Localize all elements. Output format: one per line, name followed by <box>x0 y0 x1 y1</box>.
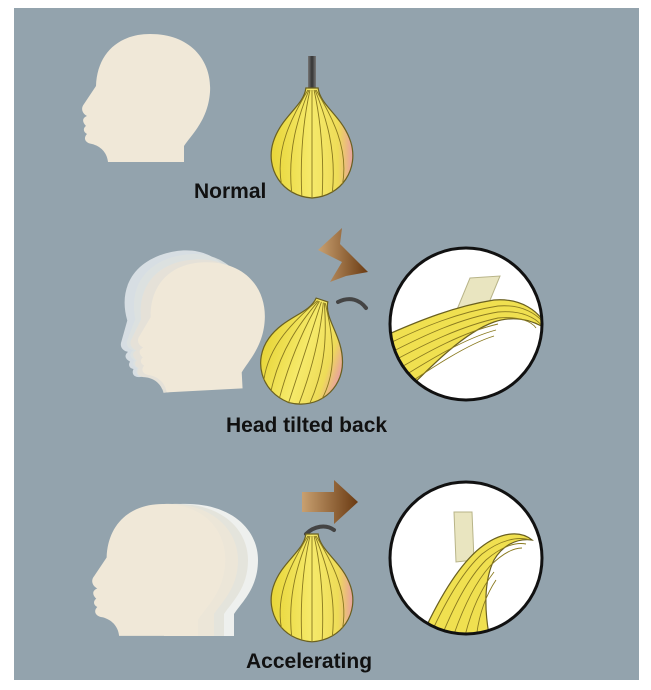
label-normal: Normal <box>194 180 266 204</box>
head-accelerating-icon <box>92 504 258 636</box>
head-normal-icon <box>82 34 210 162</box>
magnifier-tilted-circle <box>380 248 548 408</box>
arrow-tilted-icon <box>318 228 368 282</box>
magnifier-accelerating-circle <box>390 482 542 640</box>
arrow-accelerating-icon <box>302 480 358 524</box>
onion-tilted-icon <box>250 287 366 415</box>
label-accelerating: Accelerating <box>246 650 372 674</box>
head-tilted-icon <box>98 236 269 397</box>
onion-accelerating-icon <box>271 527 353 642</box>
onion-normal-icon <box>271 56 353 198</box>
label-head-tilted-back: Head tilted back <box>226 414 387 438</box>
